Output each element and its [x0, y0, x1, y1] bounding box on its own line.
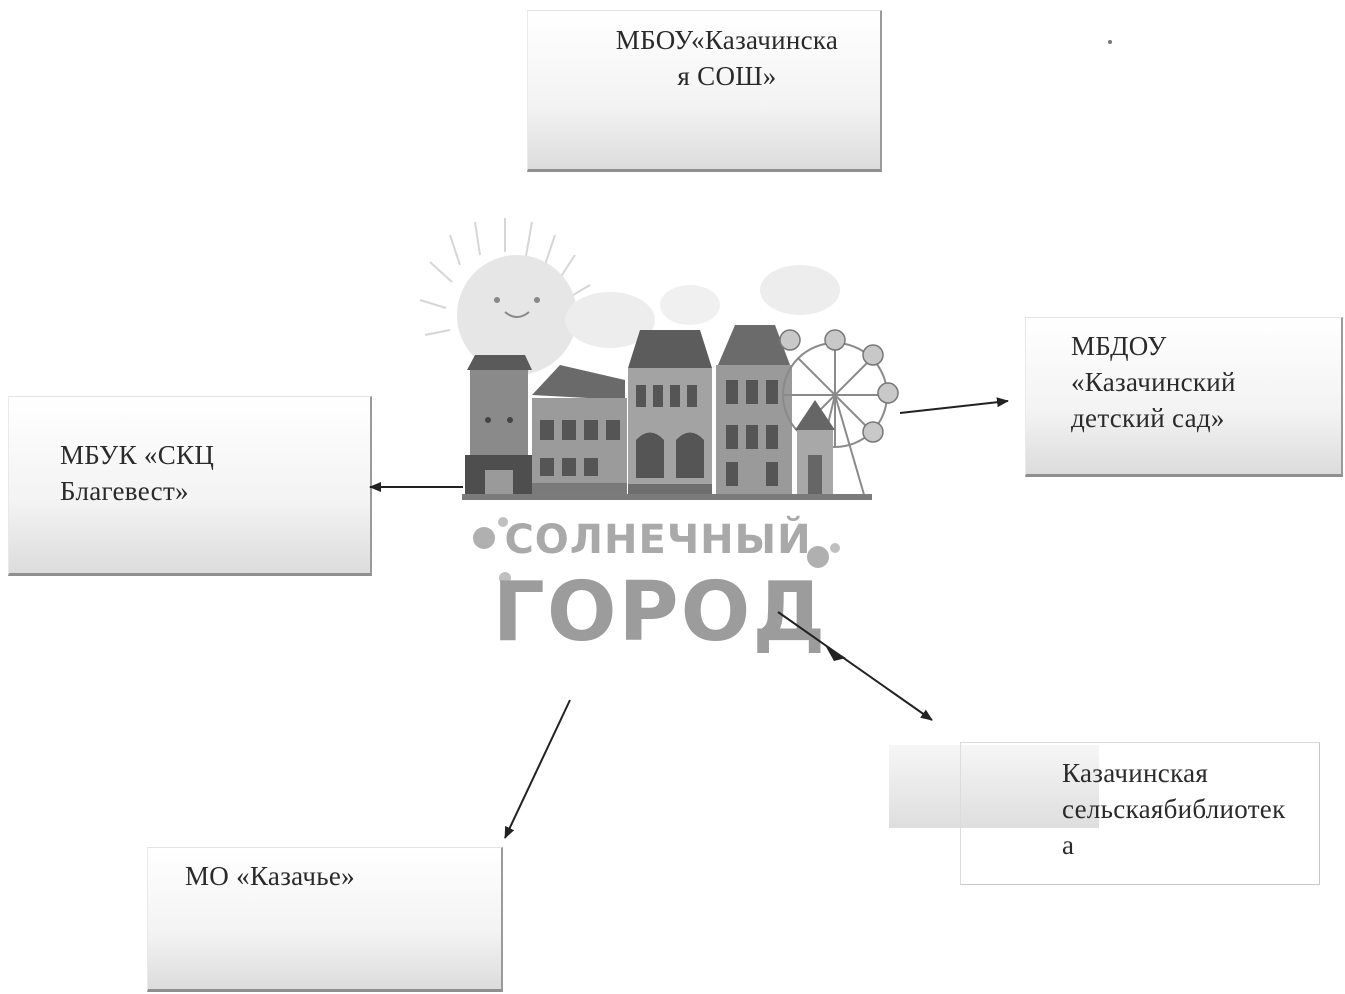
logo-text-line1: СОЛНЕЧНЫЙ	[504, 515, 811, 563]
node-label-bottom-right-line2: сельскаябиблиотек	[1062, 794, 1286, 824]
node-label-bottom-right-line3: а	[1062, 830, 1075, 860]
arrow-to-right	[899, 397, 1009, 414]
sun-icon	[457, 255, 577, 375]
building-1	[465, 355, 533, 497]
node-label-bottom-right-line1: Казачинская	[1062, 758, 1209, 788]
stray-dot	[1108, 40, 1112, 44]
logo-text-line2: ГОРОД	[493, 565, 828, 660]
node-label-right: МБДОУ «Казачинский детский сад»	[1071, 328, 1236, 436]
node-box-bottom-right	[960, 742, 1320, 885]
node-label-right-line2: «Казачинский	[1071, 367, 1236, 397]
node-label-left-line2: Благевест»	[60, 476, 189, 506]
node-box-left	[8, 396, 372, 576]
building-2	[532, 365, 627, 497]
sun-rays-icon	[419, 218, 591, 336]
node-label-bottom-left: МО «Казачье»	[185, 858, 355, 894]
node-box-top	[527, 10, 882, 172]
node-label-right-line3: детский сад»	[1071, 403, 1225, 433]
arrow-to-bottom-left	[504, 699, 571, 839]
node-box-bottom-left	[147, 847, 503, 992]
node-label-left: МБУК «СКЦ Благевест»	[60, 437, 214, 509]
node-label-top-line1: МБОУ«Казачинска	[615, 25, 839, 55]
building-3	[628, 330, 712, 498]
node-label-top: МБОУ«Казачинска я СОШ»	[582, 22, 872, 94]
node-label-bottom-right: Казачинская сельскаябиблиотек а	[1062, 755, 1286, 863]
building-4	[716, 325, 792, 498]
arrow-to-bottom-right	[777, 611, 933, 721]
sunny-town-logo: СОЛНЕЧНЫЙ ГОРОД	[419, 218, 899, 660]
node-label-left-line1: МБУК «СКЦ	[60, 440, 215, 470]
node-label-bottom-left-line1: МО «Казачье»	[185, 861, 355, 891]
node-box-right	[1025, 317, 1343, 477]
node-box-bottom-right-shadow	[889, 745, 1099, 828]
node-label-right-line1: МБДОУ	[1071, 331, 1167, 361]
church-icon	[795, 400, 835, 496]
node-label-top-line2: я СОШ»	[677, 61, 777, 91]
arrowhead-mid-bottom-right	[825, 645, 846, 661]
